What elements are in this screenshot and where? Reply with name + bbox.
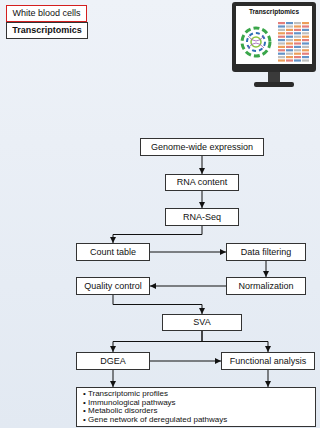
box-label: Normalization (238, 281, 293, 292)
flow-arrow (113, 370, 114, 387)
flow-arrow (266, 261, 267, 277)
sample-box: White blood cells (6, 5, 87, 22)
box-label: Functional analysis (230, 356, 307, 367)
box-label: DGEA (100, 356, 126, 367)
process-box: Data filtering (226, 243, 306, 261)
box-label: RNA-Seq (183, 212, 221, 223)
box-label: Transcriptomics (12, 25, 82, 36)
flow-arrow (150, 361, 221, 362)
flow-arrow (113, 226, 202, 243)
flow-arrow (268, 370, 269, 387)
box-label: Genome-wide expression (151, 142, 253, 153)
process-box: Functional analysis (221, 352, 315, 370)
flow-arrow (202, 191, 203, 208)
process-box: SVA (162, 314, 242, 331)
process-box: Normalization (226, 277, 306, 295)
process-box: Count table (76, 243, 150, 261)
box-label: Count table (90, 247, 136, 258)
box-label: Quality control (84, 281, 142, 292)
process-box: Quality control (76, 277, 150, 295)
result-item: • Immunological pathways (83, 399, 176, 408)
flow-arrow (150, 286, 226, 287)
result-item: • Transcriptomic profiles (83, 390, 168, 399)
process-box: RNA-Seq (165, 208, 239, 226)
flow-arrow (150, 252, 226, 253)
result-item: • Metabolic disorders (83, 407, 157, 416)
process-box: DGEA (76, 352, 150, 370)
box-label: Data filtering (241, 247, 292, 258)
flow-arrow (113, 295, 202, 314)
omics-box: Transcriptomics (6, 22, 88, 39)
flow-arrow (202, 156, 203, 174)
process-box: RNA content (165, 174, 239, 191)
process-box: Genome-wide expression (140, 138, 264, 156)
results-box: • Transcriptomic profiles• Immunological… (76, 387, 316, 427)
box-label: RNA content (177, 177, 228, 188)
box-label: White blood cells (12, 8, 80, 19)
flow-arrow (113, 331, 202, 352)
result-item: • Gene network of deregulated pathways (83, 416, 227, 425)
box-label: SVA (193, 317, 210, 328)
screen-label: Transcriptomics (236, 8, 312, 16)
flow-arrow (202, 331, 268, 352)
